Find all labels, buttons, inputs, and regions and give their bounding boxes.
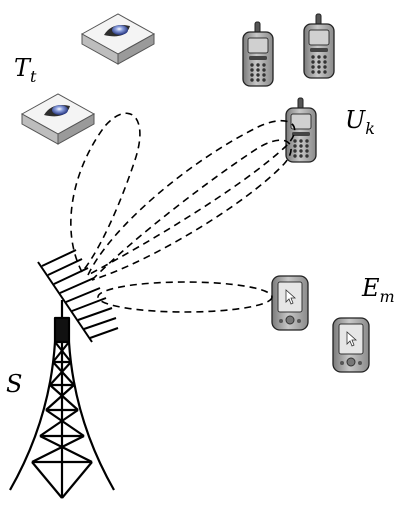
eavesdropper-label: Em [361, 274, 395, 306]
transmission-tower-icon [9, 300, 115, 499]
user-phone-icon-2 [303, 13, 335, 79]
target-icon-2 [21, 93, 95, 145]
target-icon-1 [81, 13, 155, 65]
base-station-label: S [6, 370, 22, 398]
user-phone-icon-1 [242, 21, 274, 87]
user-label: Uk [345, 106, 375, 138]
beam-to-user-upper [86, 119, 296, 277]
antenna-array-icon [37, 249, 119, 343]
beam-to-targets [70, 112, 141, 274]
beam-to-eavesdropper [97, 281, 273, 313]
eavesdropper-pda-icon-2 [332, 317, 370, 373]
beam-patterns [70, 112, 296, 313]
beam-to-user-lower [91, 139, 292, 281]
eavesdropper-pda-icon-1 [271, 275, 309, 331]
target-label: Tt [14, 54, 37, 86]
